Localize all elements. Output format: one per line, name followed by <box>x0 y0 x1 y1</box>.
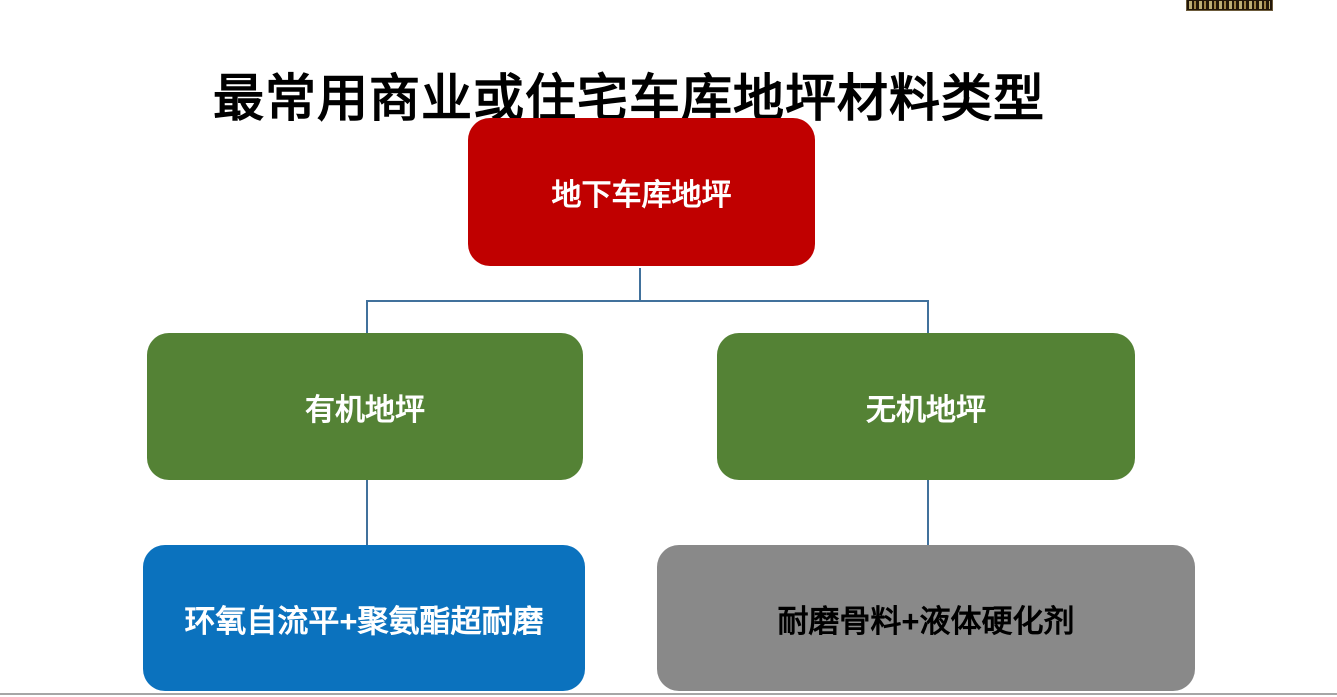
node-inorganic-floor: 无机地坪 <box>717 333 1135 480</box>
node-organic-floor: 有机地坪 <box>147 333 583 480</box>
node-wear-aggregate-liquid-hardener: 耐磨骨料+液体硬化剂 <box>657 545 1195 691</box>
node-underground-garage-floor: 地下车库地坪 <box>468 118 815 266</box>
watermark-badge-icon <box>1186 0 1273 11</box>
connector-horizontal <box>366 300 929 302</box>
node-label: 无机地坪 <box>866 393 986 427</box>
connector-left-leaf-drop <box>366 480 368 545</box>
connector-right-branch <box>927 301 929 333</box>
connector-left-branch <box>366 301 368 333</box>
bottom-divider <box>0 693 1337 695</box>
page-title: 最常用商业或住宅车库地坪材料类型 <box>213 70 1046 128</box>
node-label: 耐磨骨料+液体硬化剂 <box>777 603 1075 639</box>
node-label: 环氧自流平+聚氨酯超耐磨 <box>184 603 544 639</box>
node-label: 有机地坪 <box>305 393 425 427</box>
node-label: 地下车库地坪 <box>551 179 732 212</box>
node-epoxy-selfleveling-polyurethane: 环氧自流平+聚氨酯超耐磨 <box>143 545 585 691</box>
connector-right-leaf-drop <box>927 480 929 545</box>
connector-root-drop <box>639 268 641 301</box>
watermark-glyphs <box>1189 1 1270 9</box>
